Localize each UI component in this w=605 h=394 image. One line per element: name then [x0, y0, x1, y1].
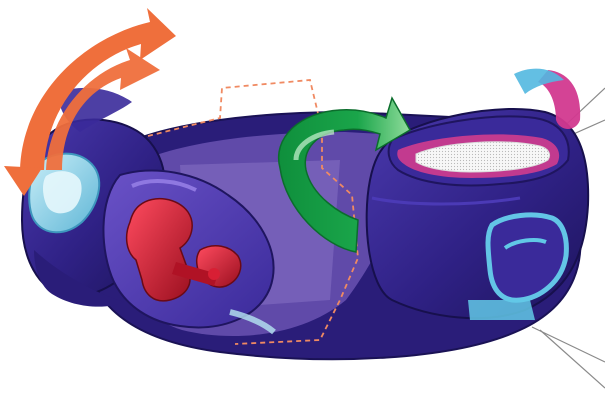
- right-housing: [367, 69, 589, 320]
